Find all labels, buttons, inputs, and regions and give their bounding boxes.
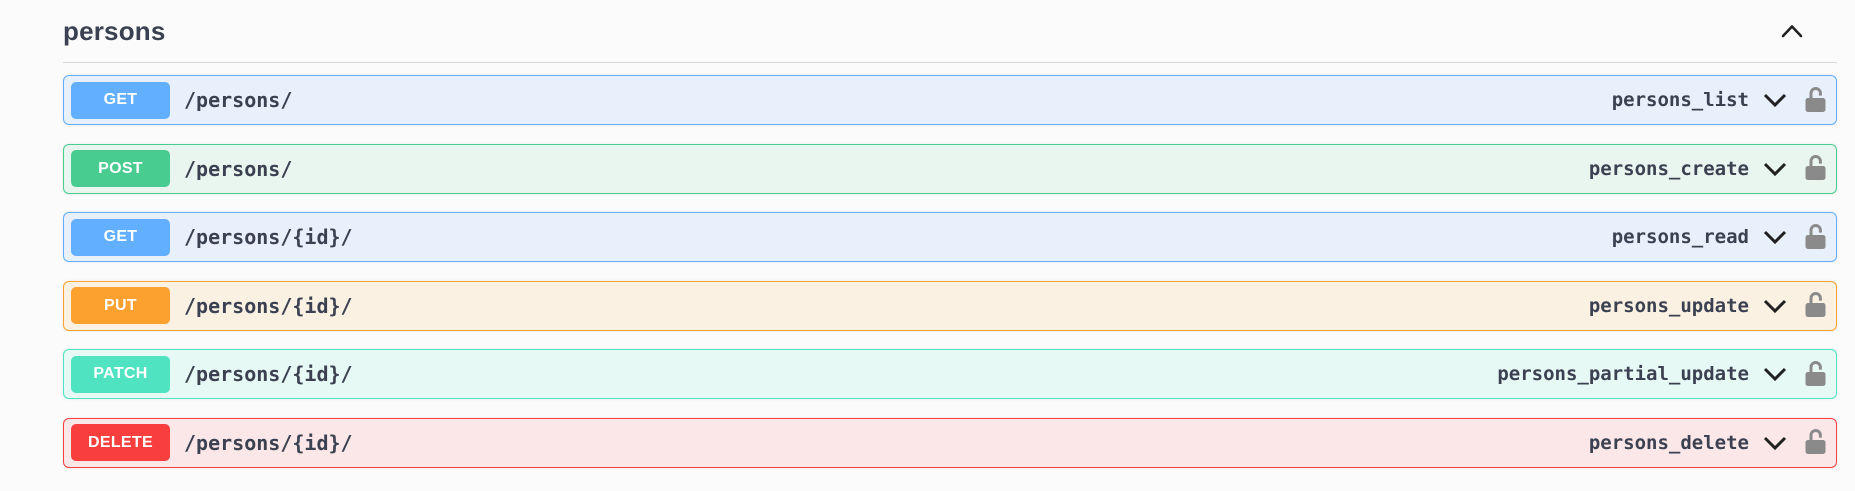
tag-section-persons: persons GET /persons/ persons_list bbox=[63, 0, 1837, 468]
operation-row-persons-create[interactable]: POST /persons/ persons_create bbox=[63, 143, 1837, 194]
operation-path: /persons/{id}/ bbox=[184, 293, 353, 318]
chevron-down-icon bbox=[1763, 299, 1787, 313]
unlocked-padlock-icon bbox=[1805, 290, 1826, 321]
authorize-button[interactable] bbox=[1805, 359, 1826, 390]
chevron-down-icon bbox=[1763, 93, 1787, 107]
operation-path: /persons/{id}/ bbox=[184, 225, 353, 249]
operation-id: persons_update bbox=[1588, 294, 1749, 317]
operation-path: /persons/ bbox=[184, 156, 293, 181]
chevron-down-icon bbox=[1763, 162, 1787, 176]
section-title: persons bbox=[63, 15, 166, 46]
chevron-up-icon[interactable] bbox=[1781, 24, 1803, 38]
chevron-down-icon bbox=[1763, 230, 1787, 244]
method-badge: DELETE bbox=[71, 424, 170, 461]
method-badge: GET bbox=[71, 218, 170, 256]
operation-id: persons_delete bbox=[1588, 431, 1749, 454]
unlocked-padlock-icon bbox=[1805, 359, 1826, 390]
tag-header[interactable]: persons bbox=[63, 0, 1837, 63]
operation-row-persons-read[interactable]: GET /persons/{id}/ persons_read bbox=[63, 212, 1837, 262]
operation-id: persons_read bbox=[1611, 226, 1749, 248]
authorize-button[interactable] bbox=[1805, 85, 1826, 116]
operation-path: /persons/{id}/ bbox=[184, 362, 353, 386]
operation-id: persons_create bbox=[1588, 157, 1749, 180]
operation-row-persons-update[interactable]: PUT /persons/{id}/ persons_update bbox=[63, 280, 1837, 331]
unlocked-padlock-icon bbox=[1805, 153, 1826, 184]
operation-row-persons-partial-update[interactable]: PATCH /persons/{id}/ persons_partial_upd… bbox=[63, 349, 1837, 399]
method-badge: PUT bbox=[71, 287, 170, 324]
method-badge: GET bbox=[71, 81, 170, 119]
method-badge: PATCH bbox=[71, 355, 170, 393]
operation-path: /persons/{id}/ bbox=[184, 430, 353, 455]
unlocked-padlock-icon bbox=[1805, 222, 1826, 253]
operation-id: persons_list bbox=[1611, 89, 1749, 111]
authorize-button[interactable] bbox=[1805, 222, 1826, 253]
unlocked-padlock-icon bbox=[1805, 427, 1826, 458]
operation-path: /persons/ bbox=[184, 88, 293, 112]
authorize-button[interactable] bbox=[1805, 153, 1826, 184]
unlocked-padlock-icon bbox=[1805, 85, 1826, 116]
operation-row-persons-delete[interactable]: DELETE /persons/{id}/ persons_delete bbox=[63, 417, 1837, 468]
authorize-button[interactable] bbox=[1805, 427, 1826, 458]
operation-row-persons-list[interactable]: GET /persons/ persons_list bbox=[63, 75, 1837, 125]
chevron-down-icon bbox=[1763, 436, 1787, 450]
chevron-down-icon bbox=[1763, 367, 1787, 381]
authorize-button[interactable] bbox=[1805, 290, 1826, 321]
method-badge: POST bbox=[71, 150, 170, 187]
operation-id: persons_partial_update bbox=[1497, 363, 1749, 385]
operations-list: GET /persons/ persons_list POST /persons… bbox=[63, 63, 1837, 468]
